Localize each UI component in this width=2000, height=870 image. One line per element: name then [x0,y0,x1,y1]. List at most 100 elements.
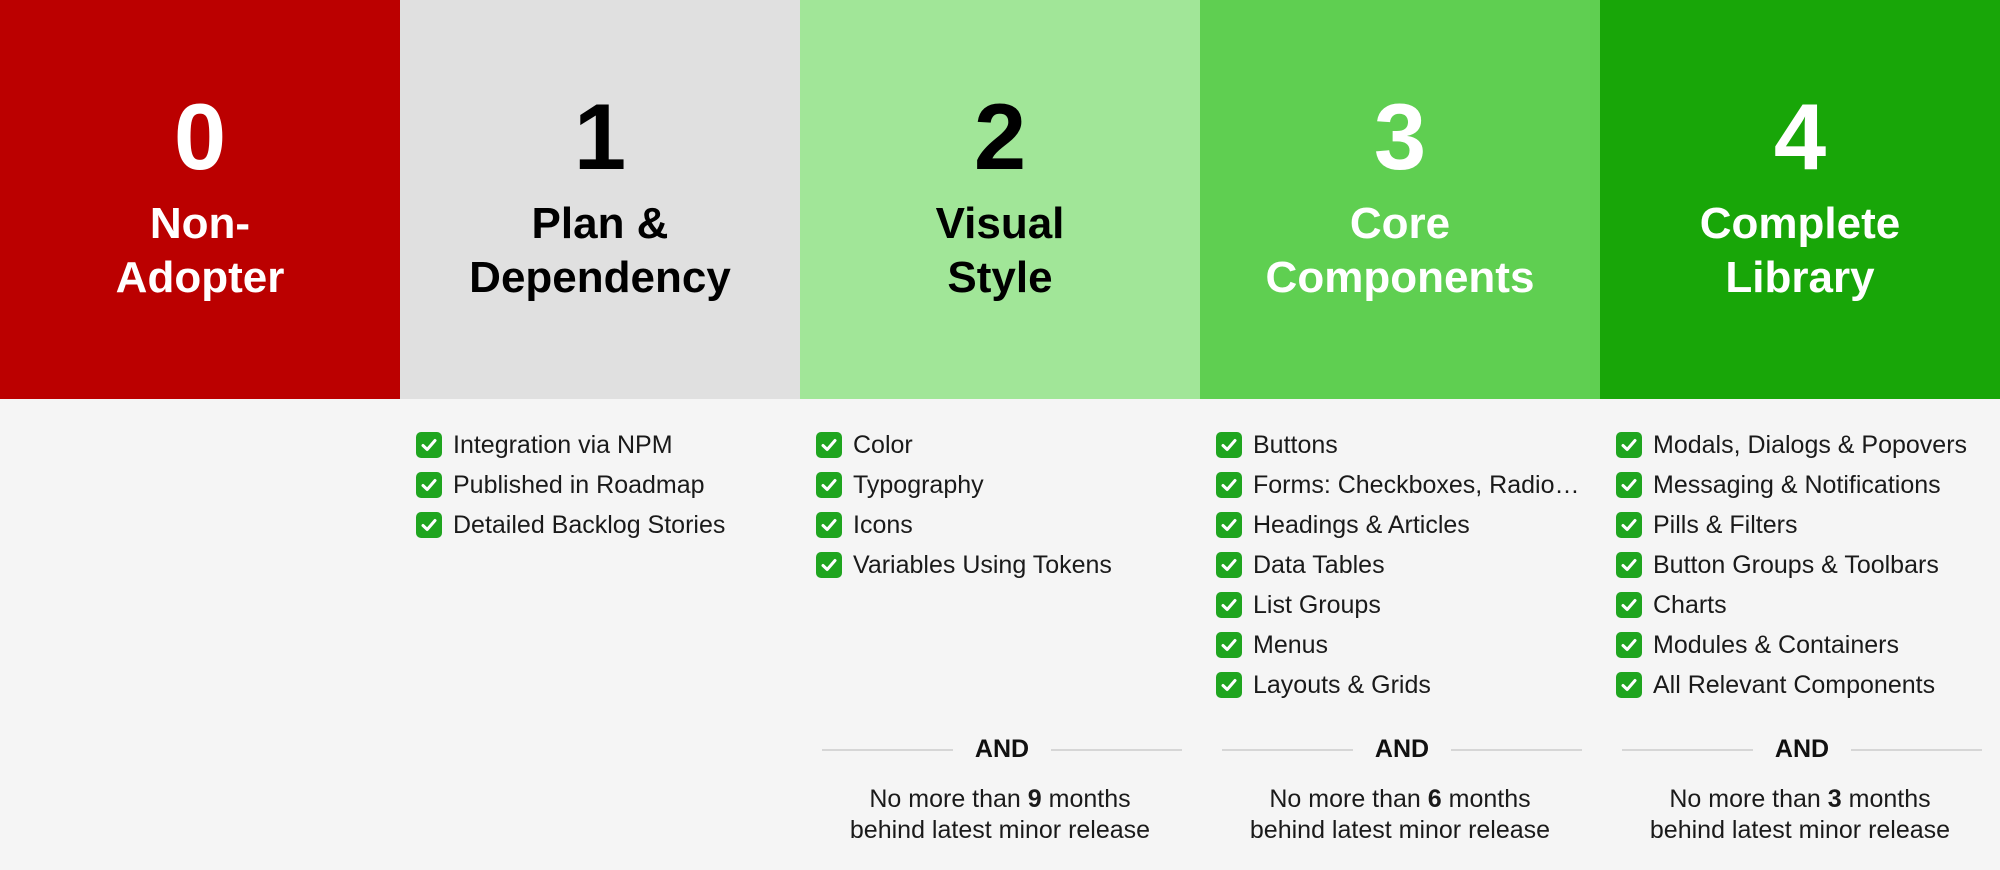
checklist-item-label: Buttons [1253,430,1338,459]
checklist-item: Charts [1616,585,2000,625]
level-2-release-requirement: AND No more than 9 months behind latest … [800,735,1200,846]
checklist-item: Color [816,425,1200,465]
and-separator: AND [800,735,1200,764]
checklist-item: Integration via NPM [416,425,800,465]
checklist-item: Modals, Dialogs & Popovers [1616,425,2000,465]
and-label: AND [974,735,1030,763]
check-mark-icon [1216,552,1242,578]
check-mark-icon [1216,512,1242,538]
checklist-item-label: Modals, Dialogs & Popovers [1653,430,1968,459]
level-0-title: Non- Adopter [115,199,285,302]
checklist-item-label: Data Tables [1253,550,1385,579]
checklist-item-label: Messaging & Notifications [1653,470,1941,499]
and-label: AND [1774,735,1830,763]
requirement-months: 9 [1027,785,1042,813]
checklist-item-label: Variables Using Tokens [853,550,1112,579]
check-mark-icon [1616,512,1642,538]
requirement-suffix: months [1048,785,1131,813]
checklist-item-label: Layouts & Grids [1253,670,1431,699]
checklist-item: Variables Using Tokens [816,545,1200,585]
checklist-item: Messaging & Notifications [1616,465,2000,505]
level-4-title: Complete Library [1699,199,1901,302]
check-mark-icon [816,432,842,458]
checklist-item: Pills & Filters [1616,505,2000,545]
check-mark-icon [1216,432,1242,458]
checklist-item-label: Typography [853,470,984,499]
level-1-number: 1 [573,84,627,189]
requirement-suffix: months [1448,785,1531,813]
level-2-number: 2 [973,84,1027,189]
level-3-header: 3 Core Components [1200,0,1600,399]
level-1-header: 1 Plan & Dependency [400,0,800,399]
divider-line [1851,748,1983,751]
requirement-text: No more than 9 months behind latest mino… [800,784,1200,846]
checklist-item-label: Integration via NPM [453,430,673,459]
checklist-item-label: Pills & Filters [1653,510,1798,539]
level-4-column: 4 Complete Library Modals, Dialogs & Pop… [1600,0,2000,870]
checklist-item-label: Icons [853,510,913,539]
check-mark-icon [1616,592,1642,618]
checklist-item: List Groups [1216,585,1600,625]
requirement-prefix: No more than [869,785,1021,813]
requirement-text: No more than 3 months behind latest mino… [1600,784,2000,846]
level-2-header: 2 Visual Style [800,0,1200,399]
requirement-prefix: No more than [1269,785,1421,813]
level-0-checklist [0,399,400,425]
requirement-prefix: No more than [1669,785,1821,813]
level-0-column: 0 Non- Adopter [0,0,400,870]
checklist-item: Layouts & Grids [1216,665,1600,705]
requirement-line2: behind latest minor release [1649,816,1951,844]
checklist-item-label: List Groups [1253,590,1381,619]
checklist-item: Icons [816,505,1200,545]
level-0-body [0,399,400,870]
checklist-item-label: Detailed Backlog Stories [453,510,726,539]
check-mark-icon [1616,432,1642,458]
level-3-title: Core Components [1265,199,1535,302]
checklist-item: Headings & Articles [1216,505,1600,545]
checklist-item-label: All Relevant Components [1653,670,1936,699]
level-4-release-requirement: AND No more than 3 months behind latest … [1600,735,2000,846]
level-1-column: 1 Plan & Dependency Integration via NPM P… [400,0,800,870]
checklist-item: Data Tables [1216,545,1600,585]
checklist-item: Buttons [1216,425,1600,465]
check-mark-icon [816,552,842,578]
checklist-item-label: Menus [1253,630,1329,659]
checklist-item: Published in Roadmap [416,465,800,505]
checklist-item-label: Forms: Checkboxes, Radio… [1253,470,1580,499]
checklist-item-label: Headings & Articles [1253,510,1470,539]
divider-line [1622,748,1753,751]
check-mark-icon [816,472,842,498]
check-mark-icon [416,432,442,458]
divider-line [1451,748,1583,751]
level-2-title: Visual Style [935,199,1065,302]
requirement-line2: behind latest minor release [849,816,1151,844]
divider-line [1222,748,1353,751]
check-mark-icon [1616,472,1642,498]
check-mark-icon [816,512,842,538]
check-mark-icon [1616,632,1642,658]
requirement-text: No more than 6 months behind latest mino… [1200,784,1600,846]
checklist-item: Forms: Checkboxes, Radio… [1216,465,1600,505]
level-4-header: 4 Complete Library [1600,0,2000,399]
checklist-item-label: Color [853,430,913,459]
requirement-months: 6 [1427,785,1442,813]
check-mark-icon [1216,672,1242,698]
checklist-item-label: Published in Roadmap [453,470,705,499]
requirement-suffix: months [1848,785,1931,813]
divider-line [822,748,953,751]
check-mark-icon [1216,632,1242,658]
check-mark-icon [416,472,442,498]
checklist-item: All Relevant Components [1616,665,2000,705]
level-1-title: Plan & Dependency [469,199,731,302]
